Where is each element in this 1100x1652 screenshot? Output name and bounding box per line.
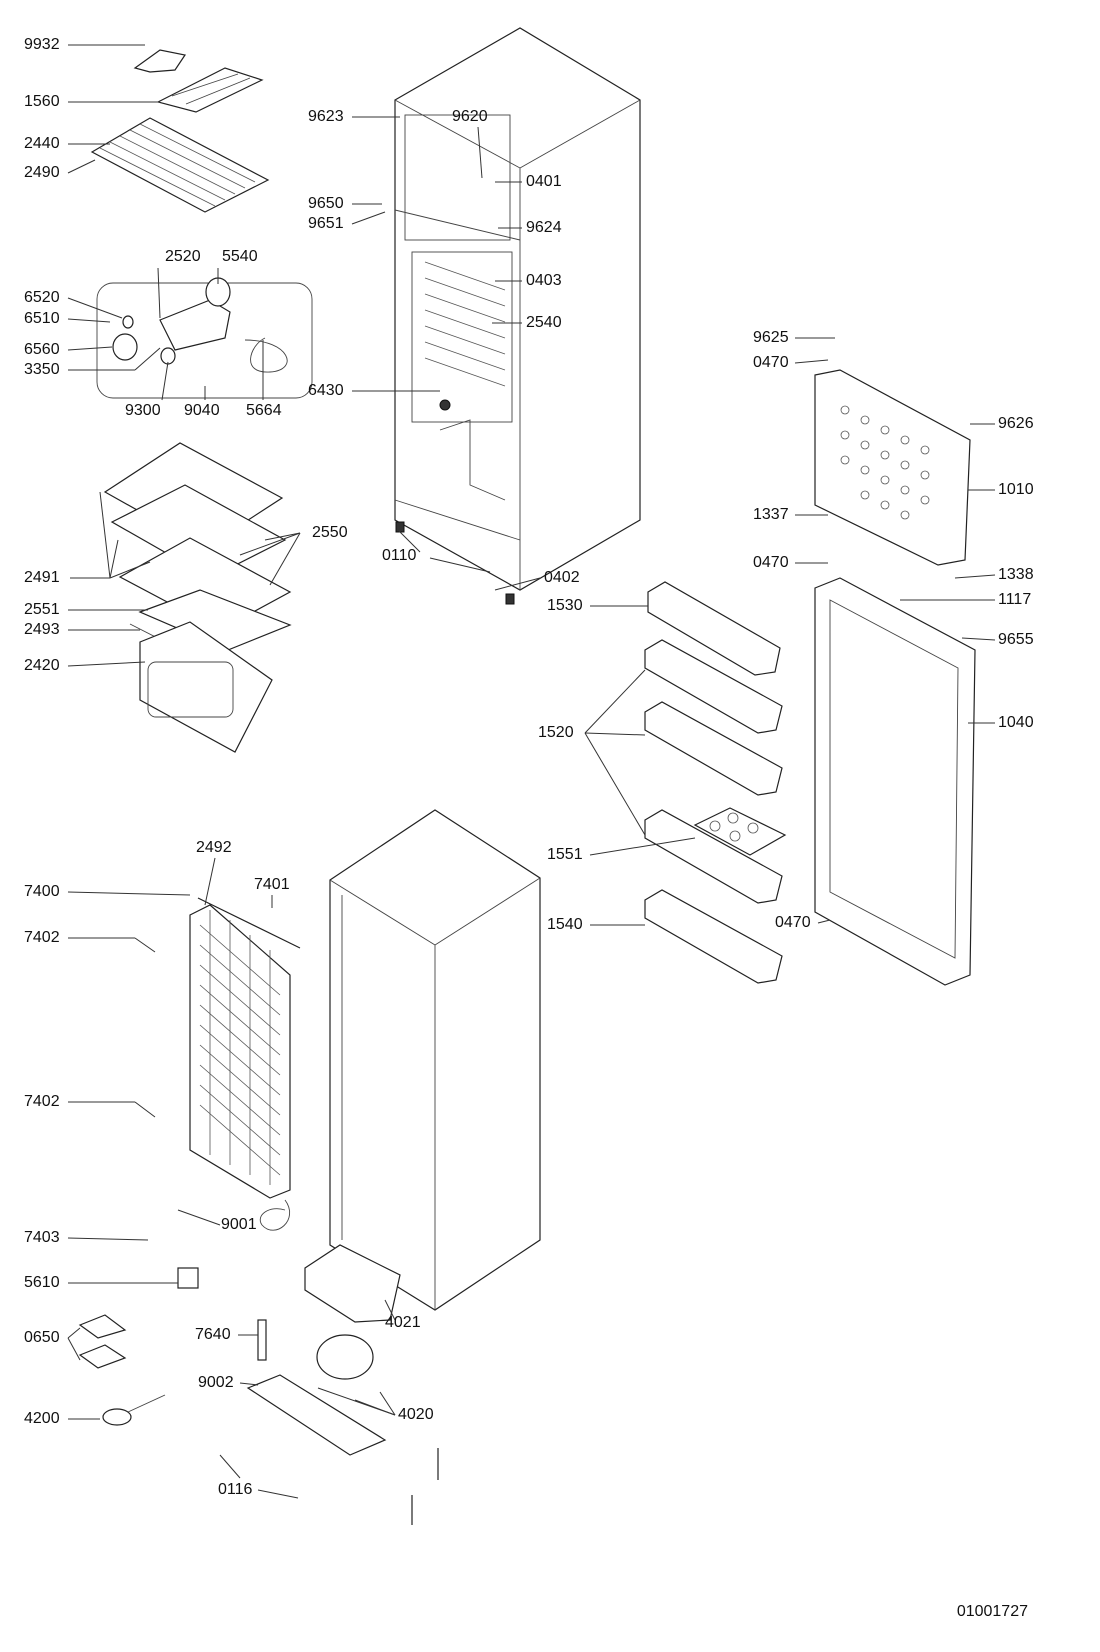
callout-9624: 9624 — [526, 219, 562, 236]
callout-6520: 6520 — [24, 289, 60, 306]
callout-1040: 1040 — [998, 714, 1034, 731]
condenser — [189, 897, 301, 1231]
callout-7402-lower: 7402 — [24, 1093, 60, 1110]
callout-9002: 9002 — [198, 1374, 234, 1391]
fridge-door — [814, 577, 976, 986]
door-bins — [644, 581, 787, 984]
ice-cube-tray — [156, 67, 264, 113]
callout-5664: 5664 — [246, 402, 282, 419]
callout-0470-bottom: 0470 — [775, 914, 811, 931]
callout-2440: 2440 — [24, 135, 60, 152]
callout-9625: 9625 — [753, 329, 789, 346]
callout-0403: 0403 — [526, 272, 562, 289]
callout-9300: 9300 — [125, 402, 161, 419]
callout-9040: 9040 — [184, 402, 220, 419]
callout-9655: 9655 — [998, 631, 1034, 648]
document-number: 01001727 — [956, 1603, 1028, 1620]
fridge-shelves — [103, 442, 292, 753]
callout-1117: 1117 — [998, 591, 1032, 608]
freezer-door — [814, 369, 971, 566]
callout-1551: 1551 — [547, 846, 583, 863]
callout-0402: 0402 — [544, 569, 580, 586]
lower-cabinet — [329, 809, 541, 1311]
callout-2550: 2550 — [312, 524, 348, 541]
callout-2491: 2491 — [24, 569, 60, 586]
callout-2493: 2493 — [24, 621, 60, 638]
callout-0650: 0650 — [24, 1329, 60, 1346]
callout-2492: 2492 — [196, 839, 232, 856]
compressor-area — [78, 1244, 439, 1525]
callout-2420: 2420 — [24, 657, 60, 674]
callout-5610: 5610 — [24, 1274, 60, 1291]
callout-2520: 2520 — [165, 248, 201, 265]
leader-lines — [67, 44, 996, 1499]
callout-4021: 4021 — [385, 1314, 421, 1331]
callout-3350: 3350 — [24, 361, 60, 378]
freezer-grid-shelf — [90, 117, 270, 213]
callout-6430: 6430 — [308, 382, 344, 399]
callout-4020: 4020 — [398, 1406, 434, 1423]
callout-9650: 9650 — [308, 195, 344, 212]
upper-cabinet — [394, 27, 641, 605]
callout-7403: 7403 — [24, 1229, 60, 1246]
callout-1540: 1540 — [547, 916, 583, 933]
callout-9626: 9626 — [998, 415, 1034, 432]
callout-6560: 6560 — [24, 341, 60, 358]
callout-5540: 5540 — [222, 248, 258, 265]
callout-2490: 2490 — [24, 164, 60, 181]
callout-6510: 6510 — [24, 310, 60, 327]
callout-0110: 0110 — [382, 547, 417, 564]
ice-scraper — [133, 49, 186, 73]
thermostat-assembly-box — [96, 277, 313, 399]
callout-1530: 1530 — [547, 597, 583, 614]
callout-9001: 9001 — [221, 1216, 257, 1233]
callout-0401: 0401 — [526, 173, 562, 190]
callout-7402-upper: 7402 — [24, 929, 60, 946]
callout-1520: 1520 — [538, 724, 574, 741]
callout-9932: 9932 — [24, 36, 60, 53]
callout-2540: 2540 — [526, 314, 562, 331]
callout-7640: 7640 — [195, 1326, 231, 1343]
callout-2551: 2551 — [24, 601, 60, 618]
callout-9620: 9620 — [452, 108, 488, 125]
callout-1338: 1338 — [998, 566, 1034, 583]
callout-1337: 1337 — [753, 506, 789, 523]
callout-9651: 9651 — [308, 215, 344, 232]
callout-1560: 1560 — [24, 93, 60, 110]
callout-0470-middle: 0470 — [753, 554, 789, 571]
callout-1010: 1010 — [998, 481, 1034, 498]
callout-9623: 9623 — [308, 108, 344, 125]
callout-7400: 7400 — [24, 883, 60, 900]
callout-4200: 4200 — [24, 1410, 60, 1427]
callout-0116: 0116 — [218, 1481, 253, 1498]
callout-0470-top: 0470 — [753, 354, 789, 371]
callout-7401: 7401 — [254, 876, 290, 893]
